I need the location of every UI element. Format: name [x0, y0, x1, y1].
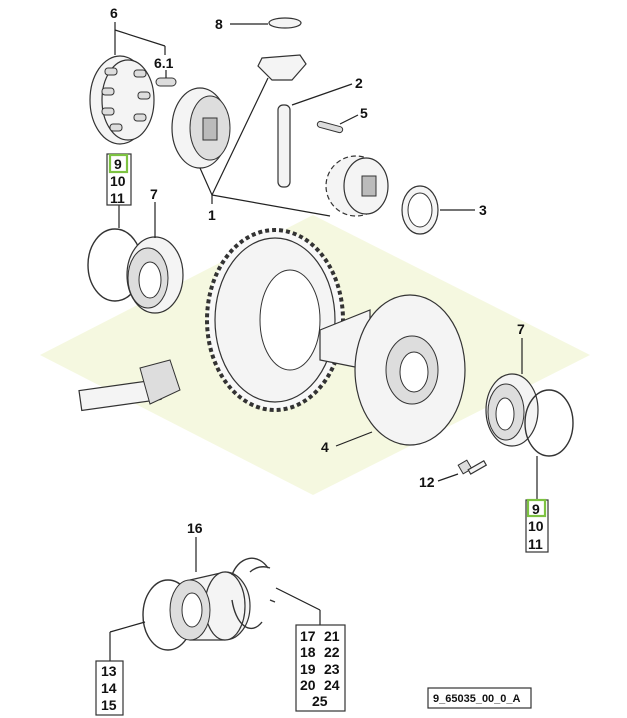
leader-lines — [109, 22, 538, 661]
callout-5[interactable]: 5 — [360, 105, 368, 121]
part-1-pinion-gear[interactable] — [257, 54, 307, 81]
part-6-housing-half[interactable] — [89, 55, 155, 145]
callout-18[interactable]: 18 — [300, 644, 316, 660]
part-2-shaft[interactable] — [277, 104, 291, 188]
callout-7-right[interactable]: 7 — [517, 321, 525, 337]
part-5-pin[interactable] — [316, 120, 344, 134]
callout-19[interactable]: 19 — [300, 661, 316, 677]
callout-23[interactable]: 23 — [324, 661, 340, 677]
callout-6[interactable]: 6 — [110, 5, 118, 21]
part-16-bearing[interactable] — [169, 571, 251, 641]
callout-9-highlighted[interactable]: 9 — [114, 156, 122, 172]
part-8-washer[interactable] — [268, 17, 302, 29]
callout-24[interactable]: 24 — [324, 677, 340, 693]
callout-15[interactable]: 15 — [101, 697, 117, 713]
callout-25[interactable]: 25 — [312, 693, 328, 709]
callout-11[interactable]: 11 — [110, 190, 125, 206]
callout-9-highlighted[interactable]: 9 — [532, 501, 540, 517]
callout-7-left[interactable]: 7 — [150, 186, 158, 202]
callout-6-1[interactable]: 6.1 — [154, 55, 174, 71]
drive-pinion-shaft[interactable] — [78, 359, 181, 412]
callout-12[interactable]: 12 — [419, 474, 435, 490]
callout-group-17-25[interactable]: 17 21 18 22 19 23 20 24 25 — [295, 624, 346, 712]
callout-group-13-15[interactable]: 13 14 15 — [95, 660, 124, 716]
callout-20[interactable]: 20 — [300, 677, 316, 693]
diagram-reference: 9_65035_00_0_A — [433, 693, 521, 705]
part-9-shim-ring-right[interactable] — [524, 389, 574, 457]
callout-group-right[interactable]: 9 10 11 — [525, 498, 549, 553]
part-12-bolt[interactable] — [457, 459, 488, 475]
part-4-differential-case[interactable] — [319, 294, 466, 446]
callout-17[interactable]: 17 — [300, 628, 316, 644]
part-7-bearing-right[interactable] — [485, 373, 539, 447]
part-1-side-gear-right[interactable] — [325, 155, 389, 217]
callout-22[interactable]: 22 — [324, 644, 340, 660]
reference-box — [427, 687, 532, 709]
callout-3[interactable]: 3 — [479, 202, 487, 218]
snap-ring[interactable] — [231, 566, 276, 630]
callout-1[interactable]: 1 — [208, 207, 216, 223]
callout-2[interactable]: 2 — [355, 75, 363, 91]
callout-11[interactable]: 11 — [528, 536, 543, 552]
ring-gear[interactable] — [205, 228, 345, 412]
callout-14[interactable]: 14 — [101, 680, 117, 696]
part-1-side-gear[interactable] — [171, 87, 231, 169]
callout-16[interactable]: 16 — [187, 520, 203, 536]
callout-10[interactable]: 10 — [110, 173, 126, 189]
callout-10[interactable]: 10 — [528, 518, 544, 534]
callout-21[interactable]: 21 — [324, 628, 340, 644]
callout-8[interactable]: 8 — [215, 16, 223, 32]
callout-4[interactable]: 4 — [321, 439, 329, 455]
part-3-thrust-washer[interactable] — [401, 185, 439, 235]
part-7-bearing-left[interactable] — [126, 236, 184, 314]
callout-13[interactable]: 13 — [101, 663, 117, 679]
callout-group-left[interactable]: 9 10 11 — [106, 153, 132, 206]
part-6-1-pin[interactable] — [155, 77, 177, 87]
